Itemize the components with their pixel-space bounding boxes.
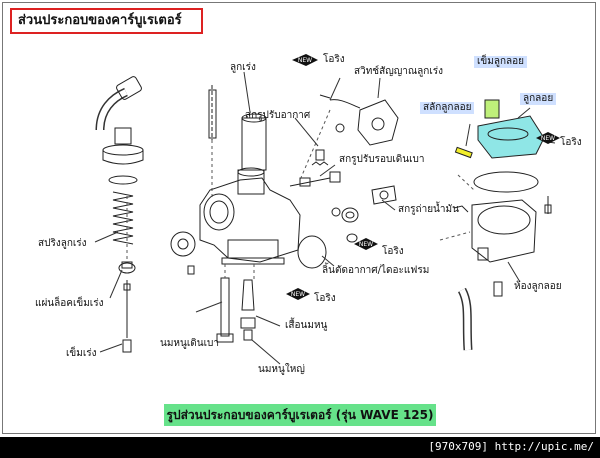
diagram-caption: รูปส่วนประกอบของคาร์บูเรเตอร์ (รุ่น WAVE…	[164, 404, 436, 426]
label-leader-lines	[94, 71, 556, 365]
diaphragm-parts	[297, 207, 359, 269]
label-main-jet: นมหนูใหญ่	[258, 364, 305, 375]
new-badge-icon: NEW	[286, 288, 310, 300]
label-diaphragm-valve: ลิ้นตัดอากาศ/ไดอะแฟรม	[322, 265, 430, 276]
label-drain-screw: สกรูถ่ายน้ำมัน	[398, 204, 459, 215]
label-oring-2: โอริง	[560, 137, 582, 148]
label-needle-valve: เข็มลูกลอย	[474, 56, 528, 68]
badge-text: NEW	[291, 291, 305, 298]
float-chamber	[453, 196, 552, 297]
footer-bar: [970x709] http://upic.me/	[0, 437, 600, 458]
label-throttle-switch: สวิทช์สัญญาณลูกเร่ง	[354, 66, 443, 77]
new-badge-icon: NEW	[354, 238, 378, 250]
label-needle-jet-holder: เสื้อนมหนู	[285, 320, 328, 331]
label-oring-4: โอริง	[314, 293, 336, 304]
float-chamber-gasket	[473, 171, 539, 193]
float-pin-highlight	[454, 146, 473, 159]
needle-jet-holder-part	[240, 279, 256, 341]
label-needle-clip: แผ่นล็อคเข็มเร่ง	[35, 298, 104, 309]
label-float: ลูกลอย	[520, 93, 557, 105]
label-slow-jet: นมหนูเดินเบา	[160, 338, 219, 349]
throttle-spring	[112, 191, 134, 245]
footer-text: [970x709] http://upic.me/	[428, 440, 594, 453]
drain-hose	[457, 287, 473, 351]
air-screw	[311, 123, 345, 166]
assembly-guide-lines	[126, 109, 475, 282]
throttle-switch	[319, 94, 399, 146]
label-throttle-valve: ลูกเร่ง	[230, 62, 256, 73]
new-badge-icon: NEW	[536, 132, 560, 144]
carburetor-body	[170, 167, 301, 275]
inlet-pipe	[95, 76, 142, 131]
slow-jet-part	[216, 277, 234, 343]
new-badge-icon: NEW	[292, 54, 318, 66]
carburetor-top-cap	[102, 127, 144, 185]
throttle-valve	[208, 85, 267, 171]
label-throttle-spring: สปริงลูกเร่ง	[38, 238, 87, 249]
float-highlight	[477, 115, 545, 159]
diagram-title: ส่วนประกอบของคาร์บูเรเตอร์	[10, 8, 203, 34]
badge-text: NEW	[298, 57, 312, 64]
needle-valve-highlight	[484, 99, 500, 119]
badge-text: NEW	[541, 135, 555, 142]
badge-text: NEW	[359, 241, 373, 248]
idle-screw	[289, 171, 397, 205]
diagram-frame	[2, 2, 596, 434]
needle-clip	[118, 261, 136, 274]
label-oring-3: โอริง	[382, 246, 404, 257]
label-float-pin: สลักลูกลอย	[420, 102, 475, 114]
label-jet-needle: เข็มเร่ง	[66, 348, 97, 359]
label-float-chamber: ห้องลูกลอย	[514, 281, 562, 292]
label-air-screw: สกรูปรับอากาศ	[245, 110, 311, 121]
label-oring-1: โอริง	[323, 54, 345, 65]
jet-needle	[122, 280, 132, 353]
label-idle-screw: สกรูปรับรอบเดินเบา	[339, 154, 425, 165]
